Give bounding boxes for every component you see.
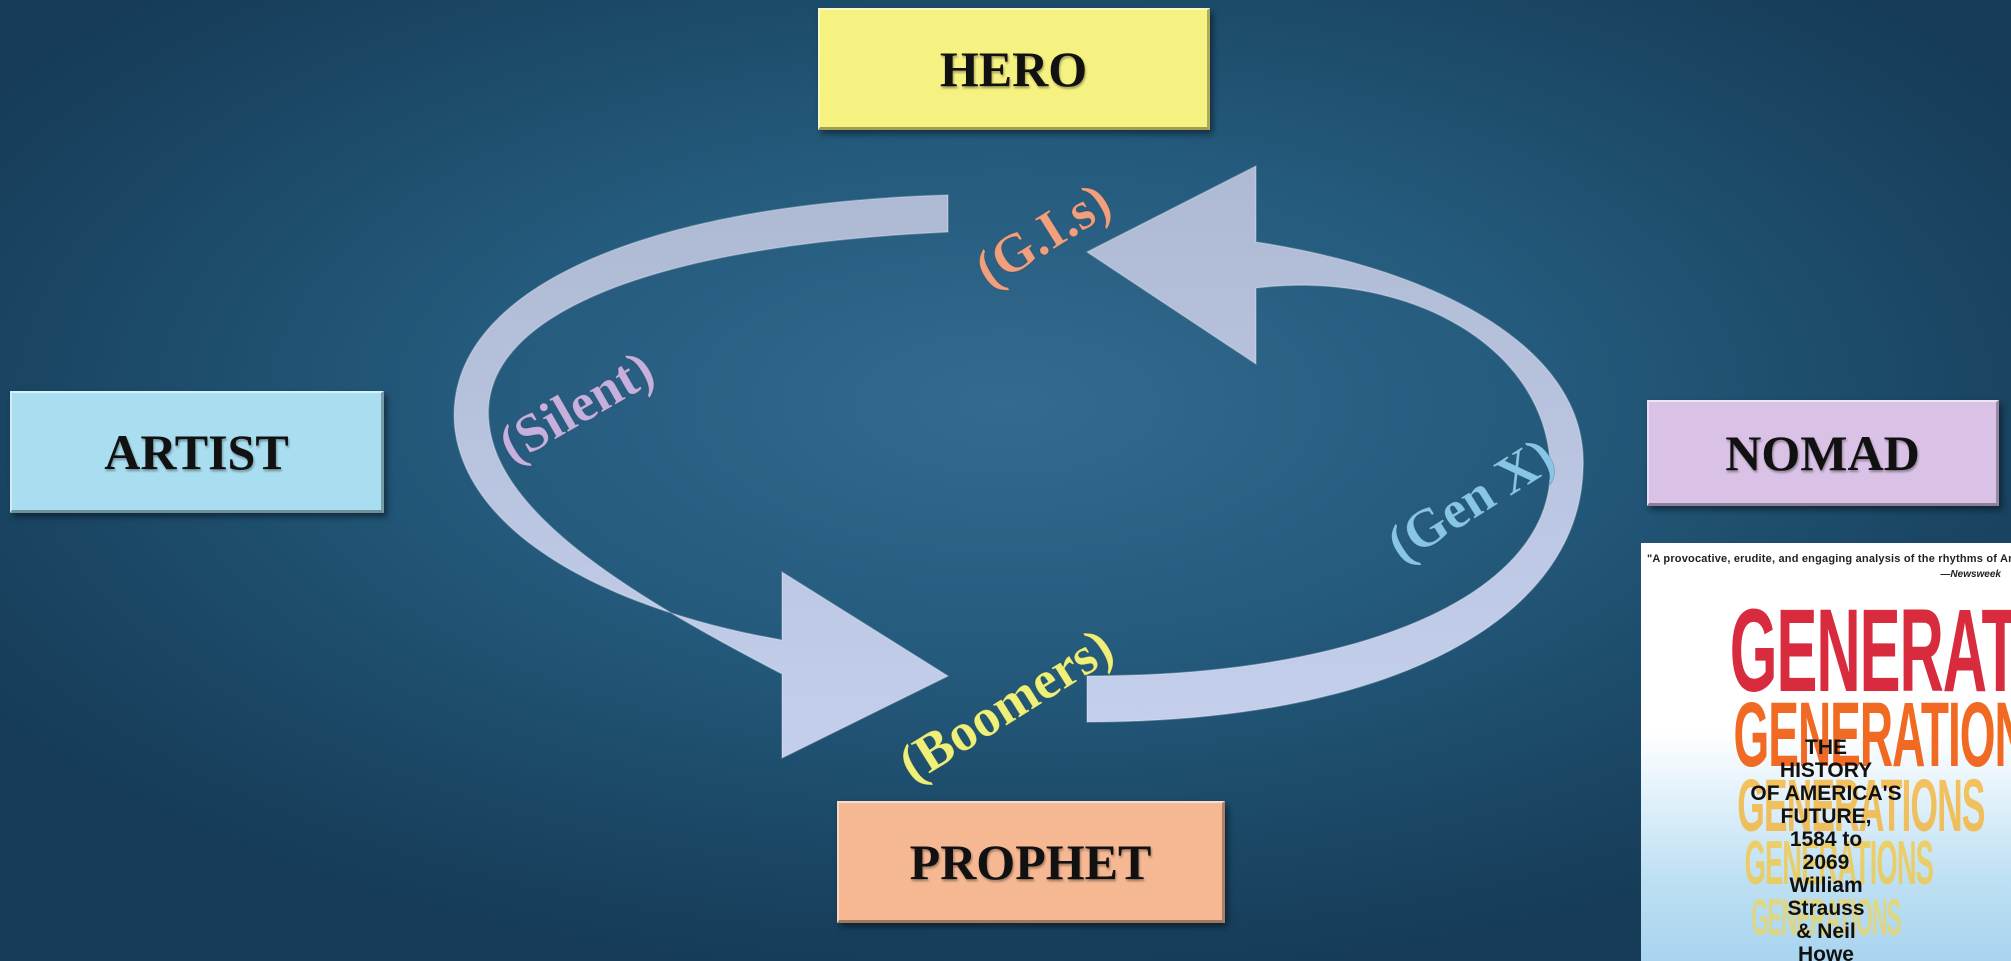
nomad-archetype-label: NOMAD bbox=[1725, 424, 1920, 481]
nomad-archetype-box: NOMAD bbox=[1647, 400, 1999, 506]
book-subtitle-line: HISTORY bbox=[1779, 759, 1873, 782]
right-cycle-arc bbox=[1085, 164, 1584, 723]
book-subtitle-line: & Neil bbox=[1796, 920, 1856, 943]
book-title-echo: GENERATIONS bbox=[1751, 889, 1901, 947]
silent-label: (Silent) bbox=[488, 338, 663, 474]
book-subtitle-line: 1584 to bbox=[1789, 828, 1863, 851]
book-review-quote: "A provocative, erudite, and engaging an… bbox=[1647, 553, 2011, 565]
gis-label: (G.I.s) bbox=[964, 170, 1120, 299]
book-subtitle-line: Howe bbox=[1797, 943, 1854, 961]
prophet-archetype-label: PROPHET bbox=[909, 833, 1152, 890]
book-subtitle-line: William bbox=[1789, 874, 1863, 897]
artist-archetype-box: ARTIST bbox=[10, 391, 384, 513]
book-subtitle-line: FUTURE, bbox=[1780, 805, 1872, 828]
book-subtitle: THE HISTORY OF AMERICA'S FUTURE, 1584 to… bbox=[1641, 736, 2011, 961]
generations-book-cover: "A provocative, erudite, and engaging an… bbox=[1641, 543, 2011, 961]
book-review-source: —Newsweek bbox=[1940, 569, 2001, 580]
hero-archetype-box: HERO bbox=[818, 8, 1210, 130]
book-title-echo: GENERATIONS bbox=[1744, 829, 1934, 898]
left-cycle-arc bbox=[453, 194, 950, 760]
book-subtitle-line: THE bbox=[1805, 736, 1847, 759]
book-subtitle-line: 2069 bbox=[1802, 851, 1850, 874]
hero-archetype-label: HERO bbox=[939, 40, 1088, 97]
artist-archetype-label: ARTIST bbox=[104, 423, 289, 480]
book-subtitle-line: Strauss bbox=[1787, 897, 1865, 920]
prophet-archetype-box: PROPHET bbox=[837, 801, 1225, 923]
book-subtitle-line: OF AMERICA'S bbox=[1750, 782, 1902, 805]
